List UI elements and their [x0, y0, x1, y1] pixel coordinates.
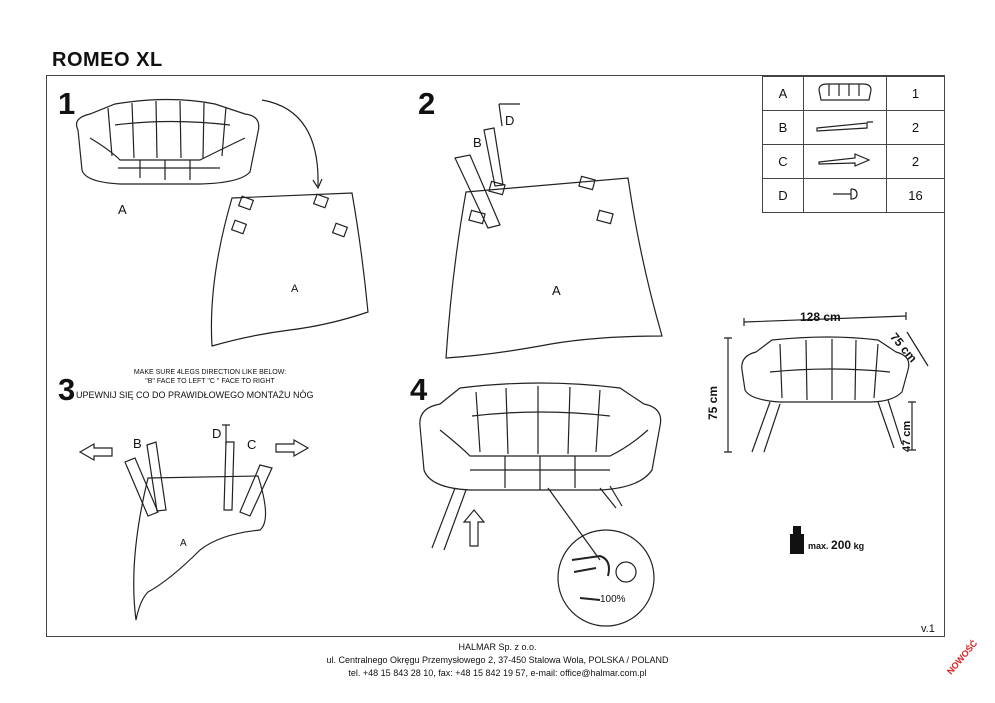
parts-row: A 1 [762, 76, 945, 111]
left-arrow-icon [78, 442, 113, 462]
bolt-icon [803, 178, 887, 213]
footer-company: HALMAR Sp. z o.o. [458, 642, 537, 652]
part-letter: D [762, 178, 804, 213]
step3-label-d: D [212, 426, 222, 441]
part-qty: 16 [886, 178, 945, 213]
footer-contact: tel. +48 15 843 28 10, fax: +48 15 842 1… [348, 668, 647, 678]
max-load-prefix: max. [808, 541, 829, 551]
step1-sofa-bottom [210, 192, 369, 347]
step3-label-b: B [133, 436, 142, 451]
leg-icon [803, 110, 887, 145]
detail-zoom-circle [557, 529, 655, 627]
step1-label-a-bottom: A [291, 283, 299, 295]
step-number-1: 1 [58, 86, 76, 121]
step2-sofa-bottom [445, 175, 663, 359]
step3-note-pl: UPEWNIJ SIĘ CO DO PRAWIDŁOWEGO MONTAŻU N… [76, 390, 314, 400]
depth-dimension-line [906, 331, 929, 367]
instruction-frame [46, 75, 945, 637]
footer: HALMAR Sp. z o.o. ul. Centralnego Okręgu… [0, 641, 995, 680]
parts-row: C 2 [762, 144, 945, 179]
height-dimension-line [724, 337, 732, 453]
step4-sofa [419, 382, 662, 561]
max-load-value: 200 [831, 538, 852, 552]
parts-row: D 16 [762, 178, 945, 213]
seat-height-dimension: 47 cm [901, 420, 913, 452]
part-letter: C [762, 144, 804, 179]
part-qty: 2 [886, 110, 945, 145]
max-load-unit: kg [853, 541, 865, 551]
step1-flip-arrow [261, 99, 319, 187]
step2-legs [454, 103, 520, 229]
torque-percent: 100% [600, 594, 626, 605]
part-qty: 2 [886, 144, 945, 179]
version-label: v.1 [921, 623, 935, 635]
page-title: ROMEO XL [52, 49, 163, 71]
step3-sofa-bottom [133, 475, 267, 621]
step-number-2: 2 [418, 86, 436, 121]
step3-legs [124, 424, 273, 517]
step2-label-d: D [505, 113, 515, 128]
width-dimension: 128 cm [800, 310, 841, 324]
parts-table: A 1 B 2 C 2 D 16 [762, 76, 945, 213]
step1-label-a: A [118, 202, 127, 217]
width-dimension-line [743, 312, 907, 326]
dimension-sofa [741, 336, 910, 453]
step-number-3: 3 [58, 372, 76, 407]
part-letter: A [762, 76, 804, 111]
step-number-4: 4 [410, 372, 428, 407]
parts-row: B 2 [762, 110, 945, 145]
note-line-1: MAKE SURE 4LEGS DIRECTION LIKE BELOW: [133, 369, 287, 376]
right-arrow-icon [275, 438, 310, 458]
step3-label-a: A [180, 538, 187, 549]
height-dimension: 75 cm [706, 385, 720, 420]
leg-arrow-icon [803, 144, 887, 179]
footer-address: ul. Centralnego Okręgu Przemysłowego 2, … [326, 655, 669, 665]
up-arrow-icon [462, 509, 486, 547]
step2-label-b: B [473, 135, 482, 150]
step3-label-c: C [247, 437, 257, 452]
seat-dimension-line [908, 401, 916, 451]
step1-sofa-drawing [75, 98, 260, 185]
step2-label-a: A [552, 283, 561, 298]
step3-note-en: MAKE SURE 4LEGS DIRECTION LIKE BELOW: "B… [100, 368, 320, 386]
note-line-2: "B" FACE TO LEFT "C " FACE TO RIGHT [145, 378, 275, 385]
weight-icon [790, 526, 804, 554]
sofa-icon [803, 76, 887, 111]
part-qty: 1 [886, 76, 945, 111]
part-letter: B [762, 110, 804, 145]
max-load: max. 200 kg [808, 538, 864, 552]
